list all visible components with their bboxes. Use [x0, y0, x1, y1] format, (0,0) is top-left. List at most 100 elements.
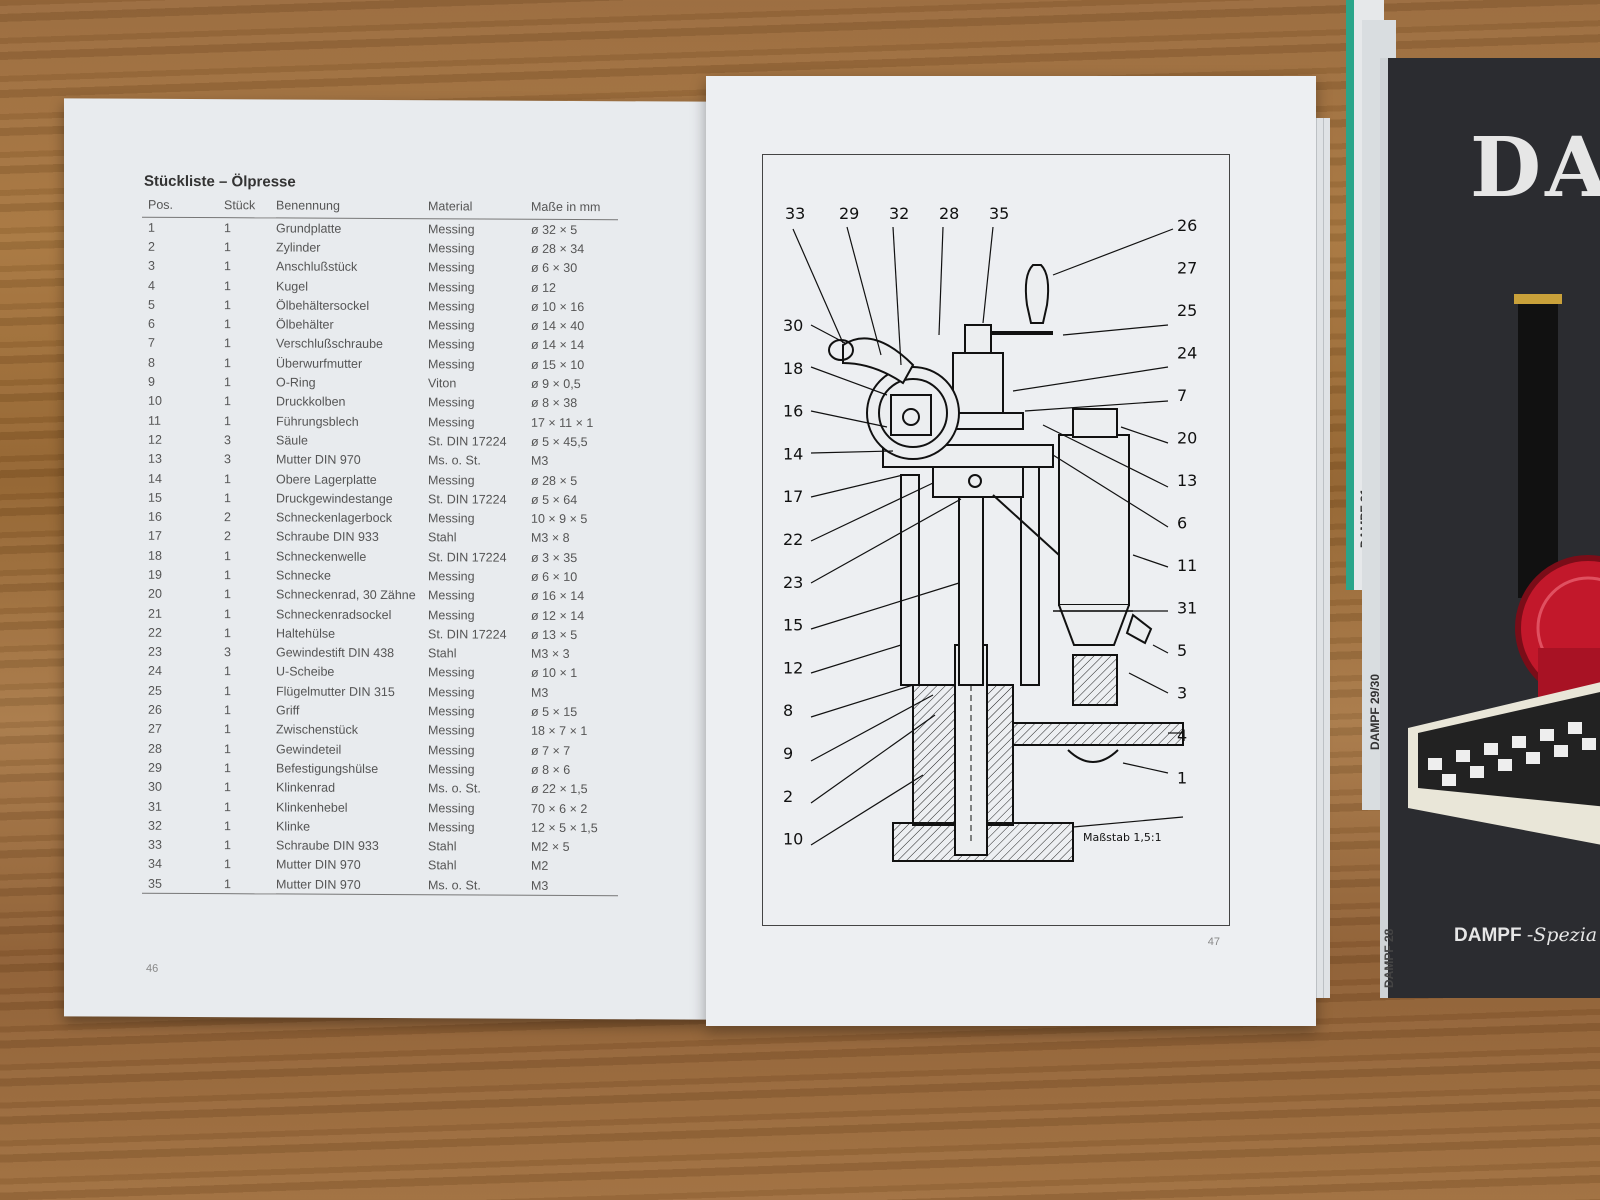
callout-label: 20 — [1177, 429, 1197, 448]
cell-material: Messing — [428, 318, 475, 333]
callout-label: 10 — [783, 830, 803, 849]
cell-pos: 8 — [148, 355, 155, 370]
cover-title: DA — [1470, 120, 1600, 216]
cell-pos: 33 — [148, 837, 162, 852]
cell-pos: 25 — [148, 683, 162, 698]
callout-label: 25 — [1177, 301, 1197, 320]
cell-pos: 34 — [148, 857, 162, 872]
col-masse: Maße in mm — [531, 197, 618, 220]
cell-pos: 1 — [148, 220, 155, 235]
cell-pos: 6 — [148, 316, 155, 331]
cell-masse: ø 16 × 14 — [531, 589, 585, 604]
callout-label: 22 — [783, 530, 803, 549]
parts-list-table: Pos. Stück Benennung Material Maße in mm… — [142, 195, 618, 897]
page-number-right: 47 — [1207, 936, 1220, 948]
cell-stueck: 1 — [224, 240, 231, 255]
cell-stueck: 1 — [224, 626, 231, 641]
cell-pos: 24 — [148, 664, 162, 679]
cell-pos: 13 — [148, 451, 162, 467]
cell-material: Messing — [428, 395, 475, 410]
callout-label: 13 — [1177, 471, 1197, 490]
cell-masse: 12 × 5 × 1,5 — [531, 820, 598, 835]
cell-stueck: 1 — [224, 568, 231, 583]
cell-pos: 21 — [148, 606, 162, 621]
callout-label: 4 — [1177, 726, 1187, 745]
col-benennung: Benennung — [276, 196, 428, 219]
cell-pos: 17 — [148, 529, 162, 544]
cell-masse: ø 9 × 0,5 — [531, 376, 581, 392]
cell-benennung: Schraube DIN 933 — [276, 529, 379, 545]
cell-masse: ø 10 × 1 — [531, 666, 578, 681]
cell-benennung: Klinkenhebel — [276, 799, 348, 815]
cell-material: Messing — [428, 820, 475, 835]
cell-benennung: Flügelmutter DIN 315 — [276, 684, 395, 699]
cell-material: Messing — [428, 279, 475, 295]
cell-material: Messing — [428, 762, 475, 777]
cell-pos: 26 — [148, 702, 162, 717]
cell-material: Messing — [428, 588, 475, 603]
cell-stueck: 1 — [224, 874, 276, 895]
cell-stueck: 1 — [224, 606, 231, 621]
cover-sub-text: -Spezia — [1526, 924, 1598, 946]
cell-stueck: 1 — [224, 336, 231, 351]
cell-benennung: Druckgewindestange — [276, 491, 393, 506]
cell-benennung: Obere Lagerplatte — [276, 471, 377, 487]
cell-material: Messing — [428, 299, 475, 314]
cell-pos: 20 — [148, 587, 162, 602]
cell-pos: 16 — [148, 509, 162, 524]
cell-pos: 28 — [148, 741, 162, 756]
cell-benennung: Schneckenwelle — [276, 549, 367, 564]
cell-benennung: Anschlußstück — [276, 259, 358, 275]
cell-benennung: Säule — [276, 433, 308, 448]
callout-label: 6 — [1177, 514, 1187, 533]
cell-stueck: 1 — [224, 819, 231, 834]
callout-label: 28 — [939, 204, 959, 223]
cell-stueck: 1 — [224, 375, 231, 390]
cell-benennung: Klinkenrad — [276, 780, 336, 795]
cell-masse: ø 6 × 10 — [531, 569, 578, 584]
callout-label: 8 — [783, 701, 793, 720]
cell-pos: 32 — [148, 818, 162, 833]
cell-stueck: 1 — [224, 278, 231, 293]
page-edges — [1316, 118, 1323, 998]
cell-stueck: 2 — [224, 529, 231, 544]
cell-material: Ms. o. St. — [428, 781, 481, 796]
cell-material: Ms. o. St. — [428, 875, 531, 896]
cell-pos: 27 — [148, 722, 162, 737]
cell-stueck: 1 — [224, 355, 231, 370]
cell-stueck: 1 — [224, 741, 231, 756]
cell-pos: 3 — [148, 258, 155, 274]
cell-benennung: Kugel — [276, 278, 308, 294]
cell-stueck: 2 — [224, 510, 231, 525]
cell-benennung: Druckkolben — [276, 394, 346, 410]
table-header-row: Pos. Stück Benennung Material Maße in mm — [142, 195, 618, 220]
cell-masse: 17 × 11 × 1 — [531, 415, 594, 430]
cell-masse: ø 28 × 34 — [531, 241, 585, 256]
cell-material: Viton — [428, 376, 457, 391]
cell-benennung: Mutter DIN 970 — [276, 857, 361, 873]
callout-label: 17 — [783, 487, 803, 506]
cell-material: Messing — [428, 800, 475, 816]
cell-pos: 18 — [148, 548, 162, 563]
page-edges — [1323, 118, 1330, 998]
book-dampf-special: DAMPF 28 DA DAMPF -Spezia — [1380, 58, 1600, 998]
cell-pos: 15 — [148, 490, 162, 505]
callout-label: 15 — [783, 616, 803, 635]
callout-label: 14 — [783, 444, 803, 463]
cell-masse: ø 12 — [531, 280, 557, 295]
cell-benennung: Griff — [276, 703, 300, 718]
cell-masse: 70 × 6 × 2 — [531, 801, 588, 816]
cell-stueck: 3 — [224, 645, 231, 660]
cell-masse: 18 × 7 × 1 — [531, 724, 588, 739]
cell-material: St. DIN 17224 — [428, 549, 507, 565]
cell-masse: ø 5 × 64 — [531, 492, 578, 507]
